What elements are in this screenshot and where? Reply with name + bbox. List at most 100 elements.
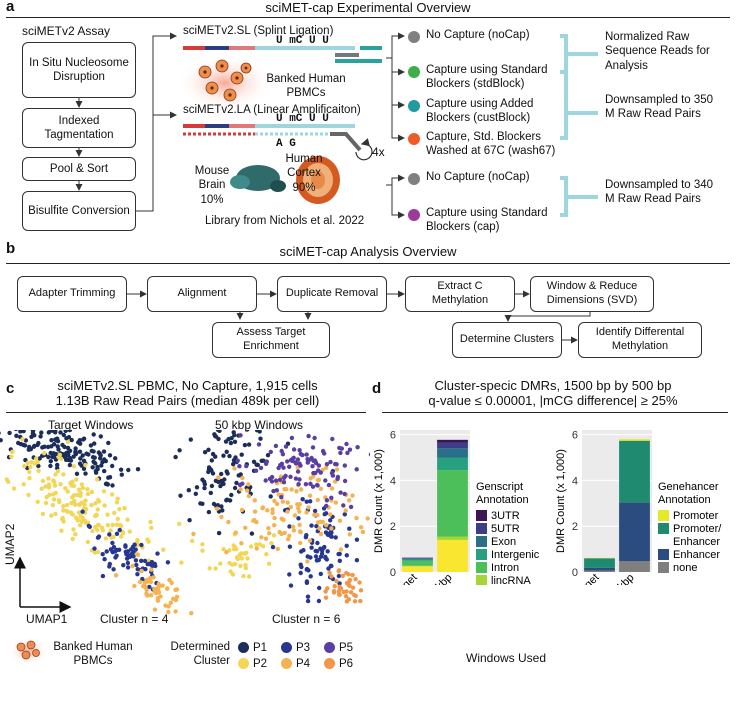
umap-point-p5 <box>338 490 343 495</box>
umap-point-p2 <box>64 502 70 508</box>
umap-point-p1 <box>53 430 58 435</box>
umap-point-p3 <box>100 552 105 557</box>
umap-point-p4 <box>152 607 158 612</box>
umap-point-p4 <box>294 489 299 494</box>
umap-point-p4 <box>266 526 271 531</box>
umap-point-p4 <box>350 493 355 498</box>
umap-point-p2 <box>95 527 100 533</box>
umap-point-p4 <box>143 584 148 590</box>
umap-point-p2 <box>83 462 88 468</box>
umap-point-p6 <box>352 599 358 604</box>
umap-point-p3 <box>80 509 85 514</box>
umap-point-p1 <box>211 501 217 507</box>
umap-point-p4 <box>216 475 221 480</box>
umap-point-p2 <box>77 523 83 528</box>
chart1-bar-50kbp-promoterenhancer <box>619 440 650 503</box>
umap-point-p2 <box>32 461 37 466</box>
umap-point-p3 <box>86 523 92 529</box>
umap-point-p2 <box>238 563 243 569</box>
umap-point-p4 <box>289 487 294 492</box>
umap-point-p2 <box>53 472 58 477</box>
umap-point-p5 <box>337 445 342 451</box>
umap-point-p6 <box>348 590 354 595</box>
umap-50kbp-title: 50 kbp Windows <box>215 418 304 432</box>
umap-point-p1 <box>200 477 205 482</box>
umap-target-points <box>0 430 195 616</box>
umap-point-p3 <box>306 568 311 573</box>
umap-point-p4 <box>315 497 320 503</box>
chart0-bar-50kbp-exon <box>437 448 468 458</box>
umap-point-p2 <box>65 489 71 494</box>
umap-point-p2 <box>269 541 274 546</box>
umap-point-p5 <box>335 476 340 482</box>
umap-point-p4 <box>290 524 296 529</box>
umap-point-p3 <box>288 583 294 588</box>
umap-point-p1 <box>83 471 88 476</box>
umap-point-p4 <box>148 579 154 585</box>
umap-point-p2 <box>52 483 58 488</box>
umap-point-p5 <box>271 488 276 494</box>
la-sequence: U mC U U <box>276 113 329 125</box>
umap-point-p2 <box>39 486 44 491</box>
umap-point-p1 <box>232 485 238 491</box>
umap-point-p1 <box>67 430 73 433</box>
umap-point-p1 <box>178 493 183 498</box>
chart0-legend-title: Genscript <box>476 481 523 493</box>
umap-point-p3 <box>305 594 311 599</box>
cluster-legend-label-p2: P2 <box>253 658 268 670</box>
cond-bottom-dot-0 <box>408 173 420 185</box>
umap-point-p4 <box>259 535 264 540</box>
umap-point-p4 <box>145 579 150 584</box>
umap-point-p3 <box>147 584 152 590</box>
umap-point-p4 <box>299 487 304 492</box>
umap-plots <box>0 430 370 616</box>
umap-point-p1 <box>90 465 95 470</box>
umap-point-p1 <box>200 501 205 506</box>
umap-point-p2 <box>46 482 52 487</box>
umap-point-p2 <box>25 460 30 466</box>
panel-c-title-1: sciMETv2.SL PBMC, No Capture, 1,915 cell… <box>57 378 318 393</box>
la-read-diagram <box>183 124 373 161</box>
umap-point-p2 <box>57 452 62 457</box>
umap-point-p2 <box>35 499 40 504</box>
umap-point-p4 <box>274 501 280 507</box>
umap-point-p2 <box>73 502 78 507</box>
umap-point-p3 <box>308 555 313 560</box>
umap-point-p1 <box>92 441 97 446</box>
cluster-legend-label-p6: P6 <box>339 658 354 670</box>
umap-point-p4 <box>296 505 301 511</box>
umap-point-p3 <box>317 585 322 591</box>
umap-point-p1 <box>210 451 216 457</box>
umap-point-p2 <box>179 560 184 565</box>
umap-point-p1 <box>56 447 61 452</box>
umap-point-p3 <box>313 548 318 554</box>
umap-point-p5 <box>312 435 317 441</box>
umap-point-p2 <box>99 525 105 530</box>
umap-point-p3 <box>337 581 342 586</box>
umap-point-p1 <box>55 462 60 468</box>
la-sequence-2: A G <box>276 138 296 150</box>
umap-point-p3 <box>296 516 301 521</box>
umap-point-p3 <box>304 533 309 538</box>
chart1-legend-swatch <box>658 510 669 521</box>
umap-point-p4 <box>267 531 272 536</box>
cond-top-dot-0 <box>408 31 420 43</box>
umap-point-p5 <box>287 464 292 469</box>
umap-point-p1 <box>23 438 29 443</box>
umap-point-p2 <box>200 548 205 553</box>
umap-point-p2 <box>85 539 91 545</box>
umap-point-p4 <box>270 510 275 516</box>
umap-point-p4 <box>318 531 324 537</box>
umap-point-p1 <box>206 465 212 470</box>
umap-point-p2 <box>237 552 242 558</box>
umap-point-p3 <box>127 554 133 559</box>
umap-point-p5 <box>341 503 346 508</box>
step-duplicate-removal: Duplicate Removal <box>277 276 387 312</box>
umap-point-p4 <box>329 486 335 491</box>
umap-point-p1 <box>126 467 131 473</box>
umap-point-p5 <box>345 450 350 456</box>
umap-point-p1 <box>92 455 97 460</box>
umap-point-p3 <box>344 553 349 558</box>
umap-point-p1 <box>102 468 107 474</box>
umap-point-p3 <box>328 534 334 539</box>
